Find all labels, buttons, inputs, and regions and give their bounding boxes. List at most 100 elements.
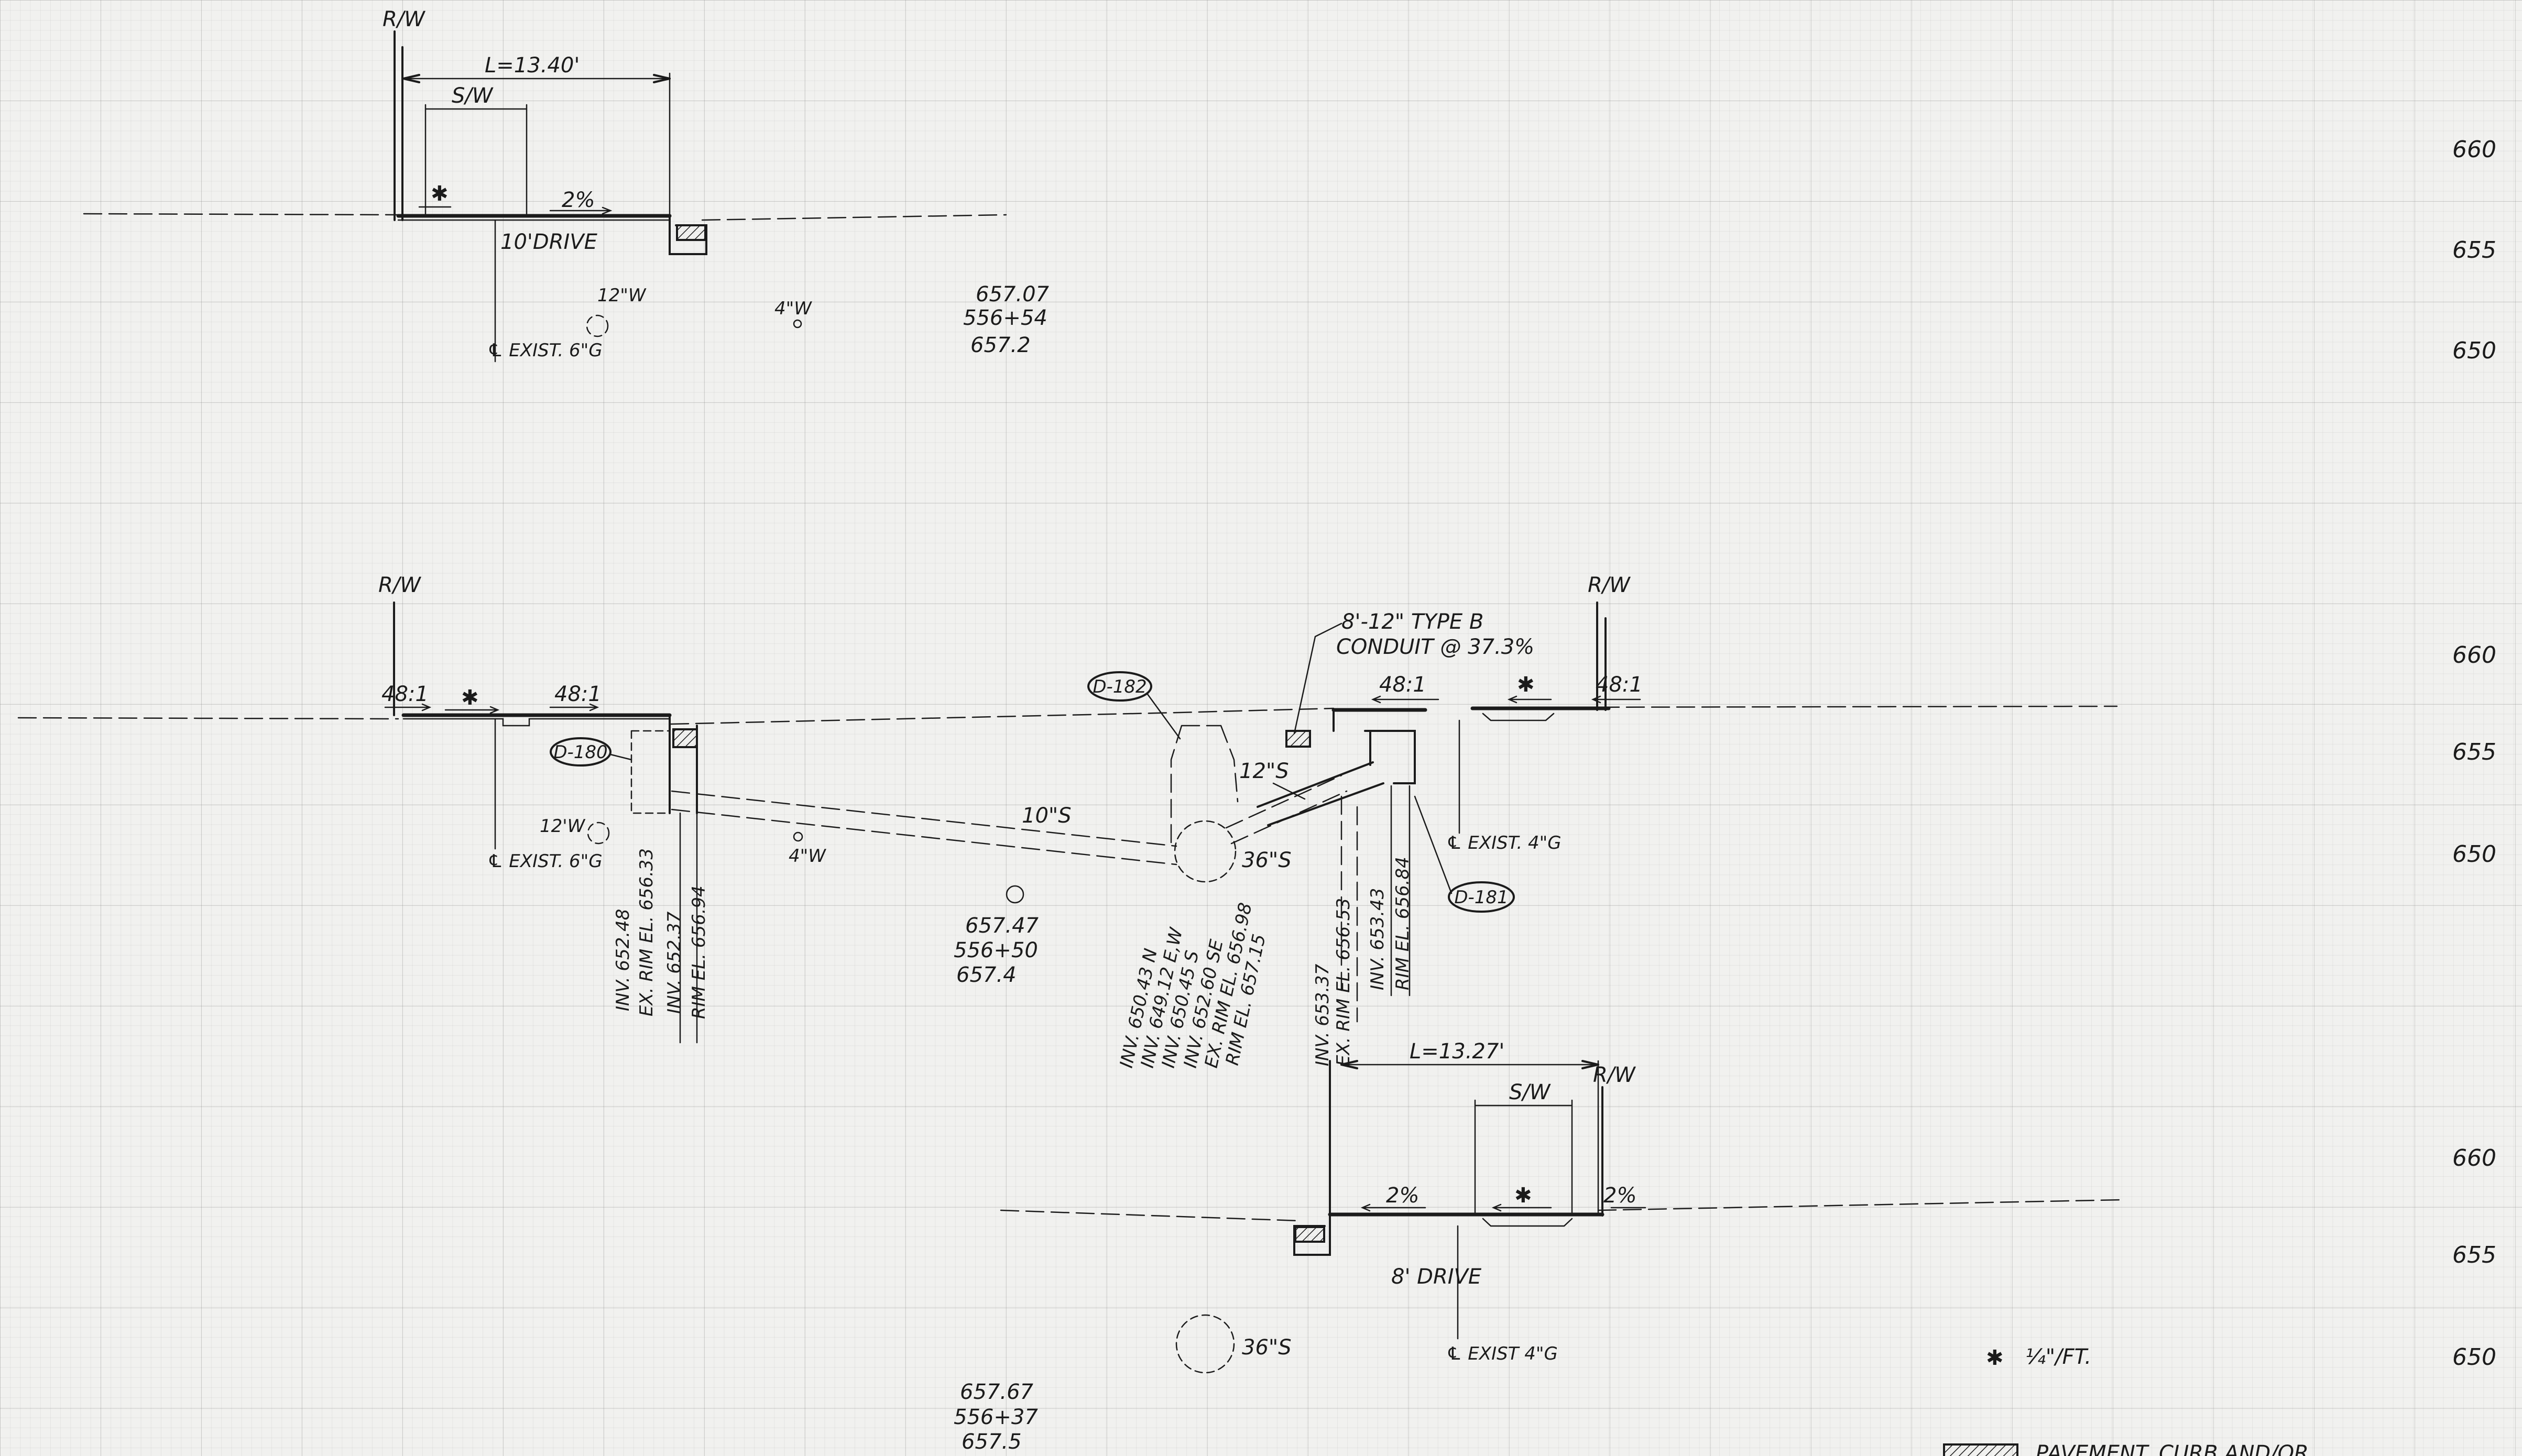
slope-arrow — [1591, 695, 1641, 704]
elev-655-label: 655 — [2452, 1242, 2496, 1268]
right-of-way-label: R/W — [1593, 1063, 1636, 1087]
invert-label: INV. 653.37 — [1312, 964, 1333, 1066]
station-grade: 657.5 — [962, 1430, 1022, 1454]
right-of-way-label: R/W — [378, 573, 421, 597]
leader-line — [1147, 693, 1181, 740]
existing-ground-line — [670, 707, 1335, 725]
section-556-50: R/W 48:1 ✱ 48:1 D-180 10"S ℄ EXIST. 6"G … — [17, 573, 2118, 1070]
existing-ground-line — [1597, 1199, 2123, 1211]
legend-star-symbol: ✱ — [1986, 1346, 2004, 1370]
right-of-way-label: R/W — [1588, 573, 1631, 597]
conduit-leader — [1293, 622, 1342, 735]
legend-star-text: ¼"/FT. — [2025, 1345, 2091, 1369]
legend-pavement-swatch — [1943, 1443, 2018, 1456]
sewer-pipe-10 — [671, 790, 1177, 866]
slope-label: 2% — [1603, 1184, 1636, 1208]
elev-660-label: 660 — [2452, 1145, 2496, 1172]
length-dimension-line — [1340, 1060, 1599, 1217]
drive-label: 10'DRIVE — [500, 230, 598, 254]
elev-655-label: 655 — [2452, 739, 2496, 765]
slope-label: 2% — [562, 188, 595, 212]
station-grade: 657.4 — [956, 963, 1017, 987]
quarter-inch-marker: ✱ — [431, 182, 449, 206]
curb-hatch — [676, 224, 706, 241]
invert-leader — [1390, 785, 1411, 997]
station-grade: 657.2 — [970, 333, 1031, 357]
slope-label: 48:1 — [1596, 673, 1643, 697]
quarter-inch-marker: ✱ — [461, 686, 479, 710]
centerline-label: ℄ EXIST. 4"G — [1446, 833, 1562, 853]
station-elevation: 657.07 — [976, 282, 1050, 306]
water-pipe-12-label: 12'W — [540, 816, 586, 837]
centerline-label: ℄ EXIST 4"G — [1446, 1343, 1558, 1364]
length-label: L=13.40' — [485, 53, 580, 78]
conduit-grade-label: CONDUIT @ 37.3% — [1336, 635, 1534, 659]
curb-hatch — [672, 728, 698, 748]
slope-label: 2% — [1386, 1184, 1419, 1208]
right-of-way-label: R/W — [383, 7, 425, 31]
quarter-inch-marker: ✱ — [1514, 1184, 1532, 1208]
elevation-scale-section3: 660 655 650 — [2452, 1145, 2496, 1371]
slope-arrow — [1371, 695, 1439, 704]
existing-ground-line — [701, 214, 1007, 221]
length-dimension-line — [402, 72, 671, 221]
elev-650-label: 650 — [2452, 337, 2496, 364]
sewer-pipe-10-label: 10"S — [1022, 804, 1072, 828]
sewer-pipe-36-label: 36"S — [1242, 848, 1292, 872]
centerline-label: ℄ EXIST. 6"G — [487, 340, 603, 361]
elev-660-label: 660 — [2452, 136, 2496, 163]
sewer-pipe-12-label: 12"S — [1239, 759, 1289, 783]
existing-ground-line — [1000, 1209, 1301, 1222]
water-pipe-4 — [793, 831, 803, 842]
sidewalk-dimension — [1474, 1099, 1573, 1217]
invert-label: INV. 653.43 — [1367, 888, 1388, 990]
sidewalk-dimension — [424, 104, 528, 215]
rim-label: EX. RIM EL. 656.53 — [1333, 898, 1354, 1066]
slope-arrow — [384, 703, 432, 711]
structure-d180-label: D-180 — [553, 742, 607, 763]
elev-655-label: 655 — [2452, 237, 2496, 264]
dimension-arrows — [1340, 1060, 1599, 1069]
rim-label: EX. RIM EL. 656.33 — [636, 848, 657, 1016]
sewer-pipe-36-label: 36"S — [1242, 1335, 1292, 1360]
slope-arrow — [1507, 695, 1552, 704]
section-556-54: R/W L=13.40' S/W ✱ 2% 10'DRIVE ℄ EXIST. … — [83, 7, 1050, 363]
legend-pavement-text: PAVEMENT, CURB AND/OR — [2036, 1441, 2309, 1456]
slope-arrow — [1491, 1203, 1552, 1212]
slope-label: 48:1 — [554, 682, 602, 706]
sidewalk-bottom — [1482, 713, 1555, 721]
dimension-arrows — [402, 74, 671, 83]
sidewalk-label: S/W — [1509, 1080, 1551, 1104]
water-pipe-12 — [586, 314, 609, 337]
structure-d180-tag — [550, 737, 612, 767]
elev-650-label: 650 — [2452, 841, 2496, 868]
invert-label: INV. 652.37 — [664, 911, 685, 1014]
station-number: 556+50 — [954, 938, 1038, 962]
sewer-pipe-36 — [1174, 820, 1237, 883]
rim-label: RIM EL. 656.94 — [689, 885, 709, 1019]
slope-arrow — [1360, 1203, 1426, 1212]
drive-label: 8' DRIVE — [1391, 1265, 1482, 1289]
water-pipe-12-label: 12"W — [597, 285, 647, 306]
water-pipe-4-label: 4"W — [774, 298, 812, 319]
conduit-pipe — [1257, 761, 1384, 826]
structure-d181-label: D-181 — [1454, 887, 1508, 908]
invert-leader — [1340, 795, 1358, 1023]
invert-leader — [679, 812, 698, 1044]
leader-line — [1272, 782, 1306, 800]
leader-line — [609, 753, 632, 761]
water-pipe-12 — [587, 822, 610, 845]
length-label: L=13.27' — [1410, 1039, 1504, 1064]
existing-ground-line — [83, 213, 399, 216]
station-elevation: 657.47 — [965, 914, 1039, 938]
conduit-label: 8'-12" TYPE B — [1341, 610, 1483, 634]
existing-ground-line — [17, 717, 399, 720]
structure-d182-label: D-182 — [1093, 676, 1147, 697]
elevation-scale-section1: 660 655 650 — [2452, 136, 2496, 364]
water-pipe-4 — [793, 319, 802, 329]
elevation-scale-section2: 660 655 650 — [2452, 642, 2496, 868]
inlet-d180-outline — [630, 730, 671, 814]
slope-label: 48:1 — [381, 682, 429, 706]
structure-d181-tag — [1448, 881, 1515, 913]
curb-hatch — [1294, 1226, 1325, 1243]
